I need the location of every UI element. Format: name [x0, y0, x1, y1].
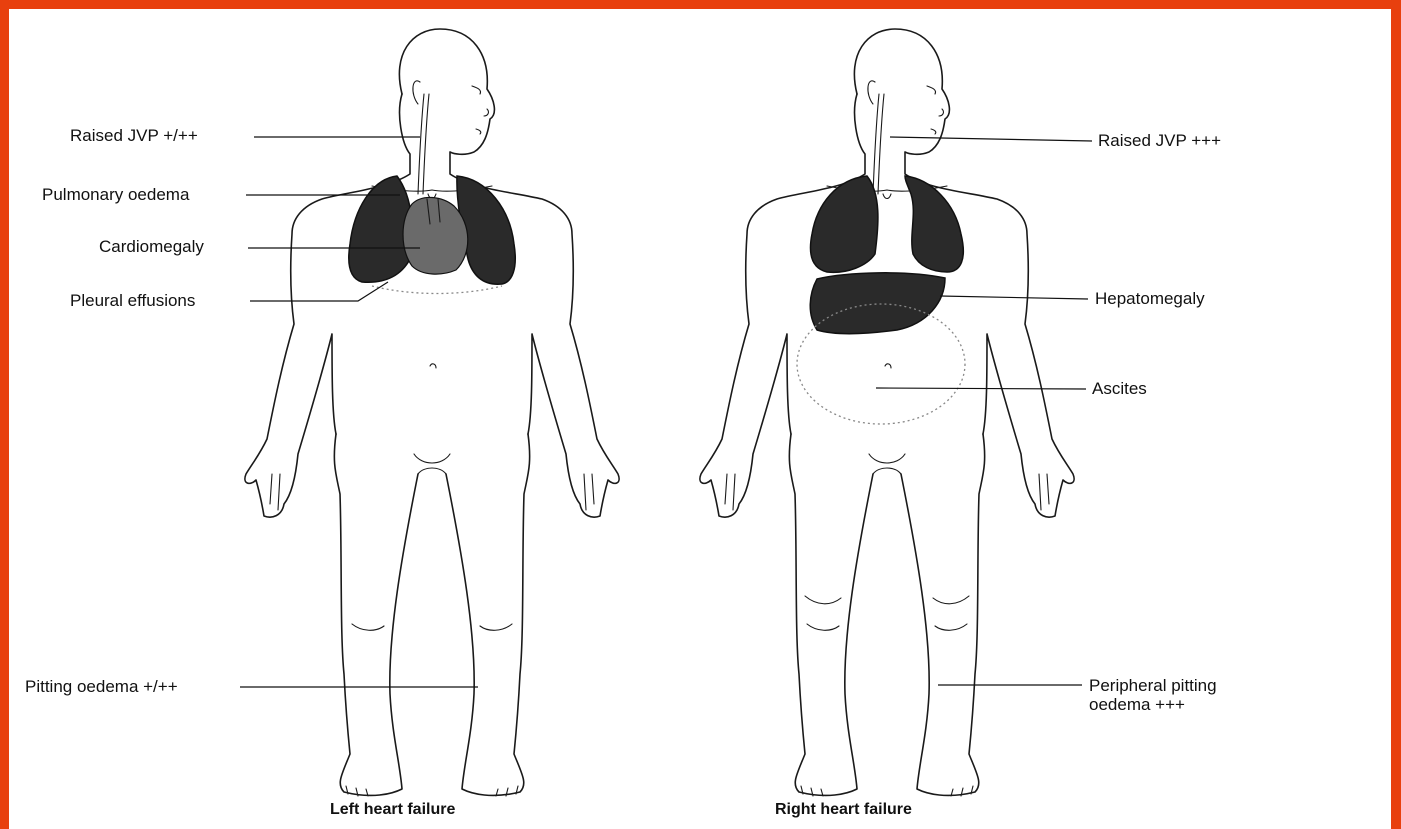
right-figure: [700, 29, 1074, 796]
label-peripheral-line1: Peripheral pitting: [1089, 676, 1217, 695]
label-hepatomegaly: Hepatomegaly: [1095, 289, 1205, 308]
label-pulmonary-oedema: Pulmonary oedema: [42, 185, 190, 204]
label-pitting-oedema: Pitting oedema +/++: [25, 677, 178, 696]
label-peripheral-line2: oedema +++: [1089, 695, 1185, 714]
right-figure-liver: [810, 273, 945, 334]
leader-hepatomegaly: [940, 296, 1088, 299]
right-body-outline: [700, 29, 1074, 796]
label-raised-jvp-right: Raised JVP +++: [1098, 131, 1221, 150]
leader-ascites: [876, 388, 1086, 389]
label-ascites: Ascites: [1092, 379, 1147, 398]
caption-left: Left heart failure: [330, 801, 455, 818]
label-raised-jvp-left: Raised JVP +/++: [70, 126, 198, 145]
caption-right: Right heart failure: [775, 801, 912, 818]
label-pleural-effusions: Pleural effusions: [70, 291, 195, 310]
left-figure-diaphragm: [372, 286, 502, 294]
label-cardiomegaly: Cardiomegaly: [99, 237, 204, 256]
leader-pleural: [250, 282, 388, 301]
left-body-outline: [245, 29, 619, 796]
leader-jvp-right: [890, 137, 1092, 141]
left-figure: [245, 29, 619, 796]
